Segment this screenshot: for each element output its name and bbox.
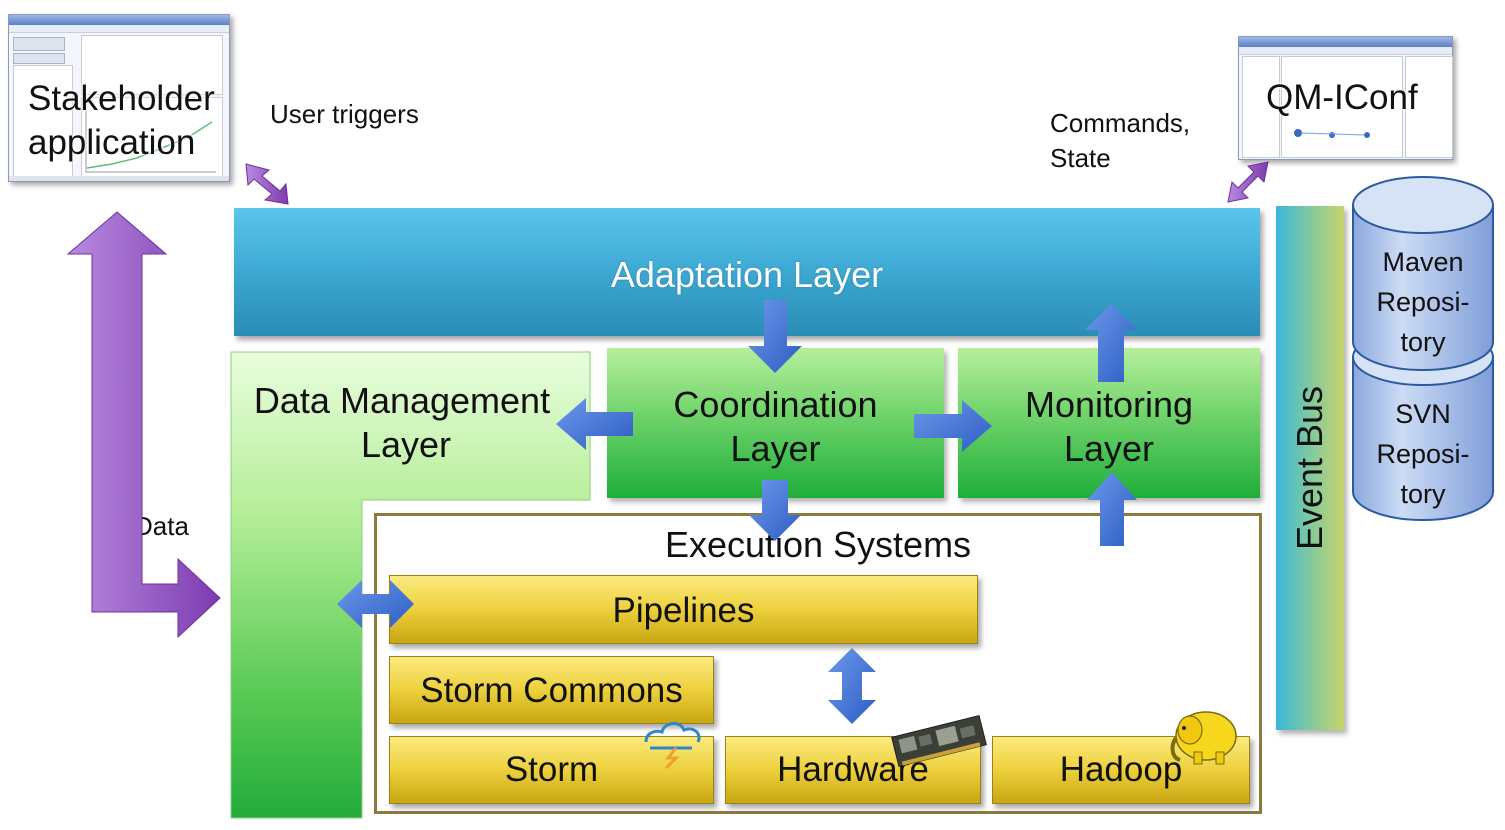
window-titlebar <box>9 15 229 25</box>
adaptation-layer <box>234 208 1260 336</box>
qm-iconf-title: QM-IConf <box>1266 78 1418 117</box>
user-triggers-arrow <box>245 163 289 205</box>
coordination-label-line2: Layer <box>730 428 821 469</box>
hadoop-elephant-icon <box>1170 711 1237 765</box>
qm-iconf-screenshot <box>1238 36 1453 160</box>
execution-to-monitoring-arrow <box>1087 472 1137 546</box>
hadoop-label: Hadoop <box>1059 750 1183 789</box>
event-bus <box>1276 206 1344 730</box>
storm-commons-box <box>389 656 714 724</box>
execution-systems-label: Execution Systems <box>664 524 972 565</box>
window-menubar <box>9 25 229 33</box>
model-graphic <box>1294 129 1370 138</box>
stakeholder-app-screenshot <box>8 14 230 182</box>
storm-commons-label: Storm Commons <box>420 671 683 710</box>
commands-label-line2: State <box>1050 143 1111 173</box>
chart-pane <box>81 97 223 179</box>
maven-label-line3: tory <box>1400 327 1446 357</box>
window-menubar <box>1239 47 1452 55</box>
stakeholder-title-line1: Stakeholder <box>28 79 215 118</box>
coordination-to-data-management-arrow <box>556 398 633 450</box>
properties-pane <box>1405 56 1453 158</box>
svn-label-line1: SVN <box>1395 399 1451 429</box>
maven-repository-cylinder <box>1352 176 1494 371</box>
options-pane <box>81 35 223 95</box>
toolbar-strip <box>13 53 65 64</box>
pipelines-box <box>389 575 978 644</box>
adaptation-to-coordination-arrow <box>748 300 802 373</box>
storm-logo-icon <box>644 722 701 770</box>
mini-chart-graphic <box>85 102 216 173</box>
data-management-label-line2: Layer <box>360 424 452 465</box>
toolbar-strip <box>13 37 65 51</box>
tree-pane <box>1242 56 1280 158</box>
data-label: Data <box>134 511 189 541</box>
maven-label-line2: Reposi- <box>1376 287 1470 317</box>
coordination-to-monitoring-arrow <box>914 400 992 452</box>
commands-state-arrow <box>1227 161 1269 203</box>
coordination-to-execution-arrow <box>749 480 801 541</box>
data-management-pipelines-arrow <box>337 580 414 628</box>
hardware-board-icon <box>891 714 987 768</box>
pipelines-hardware-arrow <box>828 648 876 724</box>
monitoring-to-adaptation-arrow <box>1085 304 1137 382</box>
window-titlebar <box>1239 37 1452 47</box>
monitoring-label-line2: Layer <box>1063 428 1155 469</box>
svn-label-line3: tory <box>1400 479 1446 509</box>
coordination-label-line1: Coordination <box>673 384 878 425</box>
commands-label-line1: Commands, <box>1050 108 1191 138</box>
user-triggers-label: User triggers <box>270 99 419 129</box>
storm-label: Storm <box>504 750 599 789</box>
maven-label-line1: Maven <box>1382 247 1464 277</box>
pipelines-label: Pipelines <box>612 591 755 630</box>
adaptation-layer-label: Adaptation Layer <box>610 254 884 295</box>
svn-label-line2: Reposi- <box>1376 439 1470 469</box>
status-bar <box>9 176 229 181</box>
coordination-layer <box>607 348 944 498</box>
stakeholder-title-line2: application <box>28 123 196 162</box>
monitoring-label-line1: Monitoring <box>1024 384 1194 425</box>
data-management-label-line1: Data Management <box>253 380 551 421</box>
data-flow-arrow <box>66 211 221 639</box>
model-pane <box>1281 56 1403 158</box>
